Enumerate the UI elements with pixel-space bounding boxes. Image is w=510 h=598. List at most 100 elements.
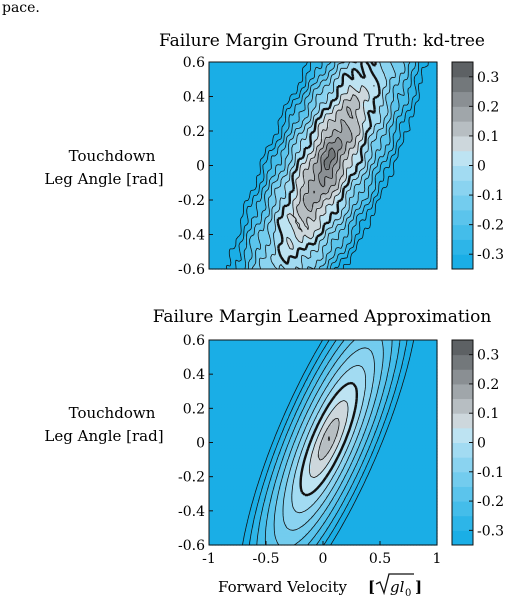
contour-cell [314, 130, 318, 134]
contour-cell [317, 82, 321, 87]
contour-cell [413, 224, 417, 229]
contour-cell [362, 233, 366, 238]
contour-cell [305, 70, 309, 75]
contour-cell [347, 147, 351, 152]
contour-cell [305, 171, 309, 175]
contour-cell [335, 192, 339, 196]
contour-cell [401, 165, 405, 170]
contour-cell [293, 230, 297, 235]
contour-cell [305, 79, 309, 84]
contour-cell [347, 189, 351, 193]
contour-cell [329, 138, 333, 143]
contour-cell [389, 150, 393, 155]
contour-cell [362, 121, 366, 125]
contour-cell [401, 230, 405, 235]
contour-cell [362, 227, 366, 232]
contour-cell [320, 209, 324, 214]
contour-cell [389, 206, 393, 211]
contour-cell [239, 132, 243, 137]
contour-cell [392, 82, 396, 87]
contour-cell [431, 195, 435, 199]
contour-cell [392, 212, 396, 217]
contour-cell [221, 91, 225, 96]
contour-cell [263, 174, 267, 178]
contour-cell [380, 195, 384, 199]
contour-cell [212, 121, 216, 125]
contour-cell [293, 132, 297, 137]
contour-cell [260, 203, 264, 208]
contour-cell [413, 62, 417, 66]
contour-cell [233, 165, 237, 170]
contour-cell [299, 147, 303, 152]
contour-cell [428, 97, 432, 102]
contour-cell [281, 138, 285, 143]
contour-cell [356, 132, 360, 137]
contour-cell [416, 186, 420, 190]
contour-cell [383, 62, 387, 66]
contour-cell [218, 212, 222, 217]
contour-cell [335, 106, 339, 110]
contour-cell [296, 94, 300, 99]
contour-cell [245, 141, 249, 146]
contour-cell [335, 168, 339, 173]
contour-cell [353, 156, 357, 161]
contour-cell [290, 186, 294, 190]
contour-cell [347, 94, 351, 99]
contour-cell [218, 91, 222, 96]
contour-cell [410, 112, 414, 116]
contour-cell [278, 183, 282, 187]
contour-cell [416, 233, 420, 238]
contour-cell [251, 180, 255, 184]
contour-cell [422, 156, 426, 161]
contour-cell [419, 124, 423, 128]
contour-cell [272, 73, 276, 78]
contour-cell [401, 227, 405, 232]
contour-cell [419, 118, 423, 122]
contour-cell [398, 209, 402, 214]
contour-cell [215, 200, 219, 205]
contour-cell [422, 85, 426, 90]
contour-cell [410, 141, 414, 146]
contour-cell [299, 209, 303, 214]
contour-cell [305, 215, 309, 220]
contour-cell [374, 177, 378, 181]
contour-cell [233, 67, 237, 72]
contour-cell [287, 127, 291, 131]
contour-cell [341, 138, 345, 143]
contour-cell [293, 198, 297, 202]
contour-cell [365, 156, 369, 161]
contour-cell [317, 165, 321, 170]
contour-cell [383, 67, 387, 72]
contour-cell [212, 91, 216, 96]
contour-cell [392, 230, 396, 235]
contour-cell [317, 153, 321, 158]
contour-cell [362, 147, 366, 152]
contour-cell [233, 73, 237, 78]
contour-cell [224, 186, 228, 190]
contour-cell [389, 186, 393, 190]
contour-cell [434, 130, 438, 134]
contour-cell [407, 70, 411, 75]
contour-cell [341, 177, 345, 181]
contour-cell [227, 141, 231, 146]
contour-cell [323, 82, 327, 87]
contour-cell [299, 233, 303, 238]
contour-cell [410, 97, 414, 102]
contour-cell [353, 127, 357, 131]
contour-cell [428, 233, 432, 238]
contour-cell [326, 85, 330, 90]
contour-cell [215, 156, 219, 161]
contour-cell [347, 127, 351, 131]
contour-cell [215, 64, 219, 69]
contour-cell [308, 192, 312, 196]
contour-cell [410, 73, 414, 78]
contour-cell [233, 115, 237, 119]
contour-cell [305, 233, 309, 238]
contour-cell [434, 162, 438, 167]
contour-cell [350, 168, 354, 173]
contour-cell [278, 70, 282, 75]
contour-cell [365, 227, 369, 232]
contour-cell [380, 64, 384, 69]
contour-cell [293, 67, 297, 72]
contour-cell [428, 165, 432, 170]
